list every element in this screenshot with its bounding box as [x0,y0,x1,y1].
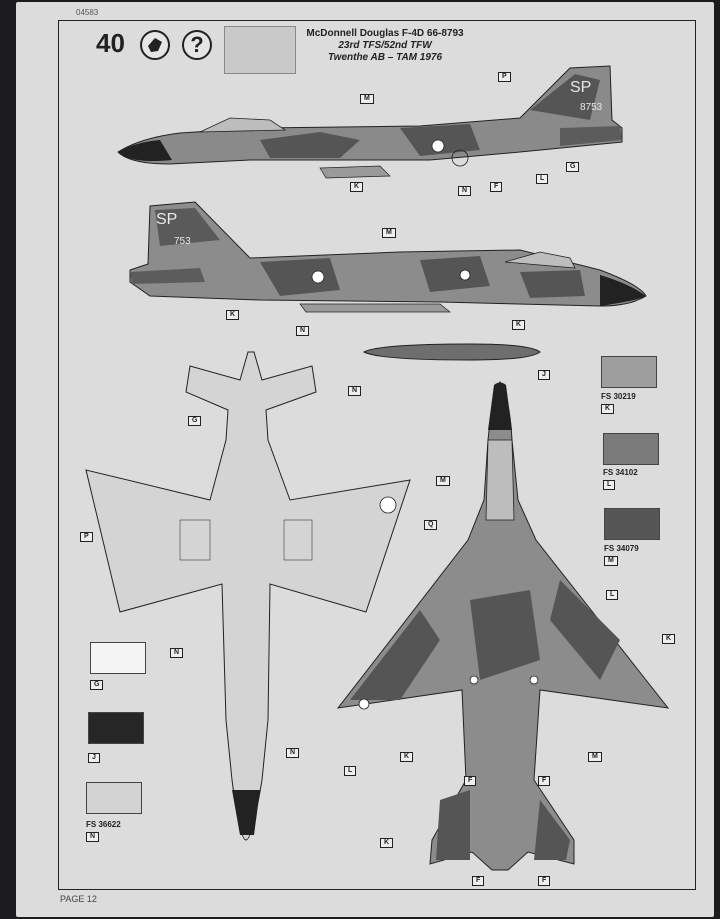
callout-tag: N [286,748,300,758]
swatch-code-fs36622: FS 36622 [86,820,121,829]
callout-tag: K [400,752,414,762]
swatch-marker-j: J [88,753,100,763]
callout-tag: M [360,94,374,104]
callout-tag: M [382,228,396,238]
step-frame [58,20,696,890]
swatch-marker-l: L [603,480,616,490]
page-number: PAGE 12 [60,894,97,904]
decal-sheet-thumbnail [224,26,296,74]
callout-tag: F [538,776,551,786]
swatch-fs30219 [601,356,657,388]
aircraft-title: McDonnell Douglas F-4D 66-8793 23rd TFS/… [300,28,470,64]
swatch-code-fs34079: FS 34079 [604,544,639,553]
swatch-code-fs30219: FS 30219 [601,392,636,401]
callout-tag: P [80,532,93,542]
top-plan-view [336,380,670,871]
swatch-marker-g: G [90,680,104,690]
underside-plan-view [85,351,411,841]
callout-tag: N [296,326,310,336]
serial-bottom: 753 [174,236,191,247]
title-line-1: McDonnell Douglas F-4D 66-8793 [306,28,464,39]
callout-tag: L [606,590,619,600]
side-view-top: SP 8753 [117,65,623,179]
callout-tag: F [538,876,551,886]
help-icon: ? [182,30,212,60]
callout-tag: L [536,174,549,184]
decal-sheet-icon [140,30,170,60]
callout-tag: K [512,320,526,330]
callout-tag: F [490,182,503,192]
callout-tag: K [662,634,676,644]
fuel-tank [362,343,541,361]
callout-tag: K [226,310,240,320]
tail-code-bottom: SP [156,211,177,228]
callout-tag: G [566,162,580,172]
callout-tag: P [498,72,511,82]
callout-tag: J [538,370,550,380]
title-line-2: 23rd TFS/52nd TFW [338,40,432,51]
callout-tag: N [348,386,362,396]
swatch-fs36622 [86,782,142,814]
swatch-marker-k: K [601,404,615,414]
serial-top: 8753 [580,102,603,113]
callout-tag: N [458,186,472,196]
swatch-fs34079 [604,508,660,540]
callout-tag: G [188,416,202,426]
callout-tag: Q [424,520,438,530]
callout-tag: K [380,838,394,848]
callout-tag: M [588,752,602,762]
callout-tag: L [344,766,357,776]
swatch-marker-m: M [604,556,618,566]
callout-tag: N [170,648,184,658]
swatch-marker-n: N [86,832,100,842]
swatch-fs34102 [603,433,659,465]
side-view-bottom: SP 753 [129,201,647,313]
document-code: 04583 [76,8,99,17]
callout-tag: F [464,776,477,786]
title-line-3: Twenthe AB – TAM 1976 [327,52,443,63]
callout-tag: F [472,876,485,886]
step-number: 40 [96,28,125,58]
swatch-black [88,712,144,744]
callout-tag: K [350,182,364,192]
tail-code-top: SP [570,79,591,96]
callout-tag: M [436,476,450,486]
swatch-code-fs34102: FS 34102 [603,468,638,477]
swatch-white [90,642,146,674]
